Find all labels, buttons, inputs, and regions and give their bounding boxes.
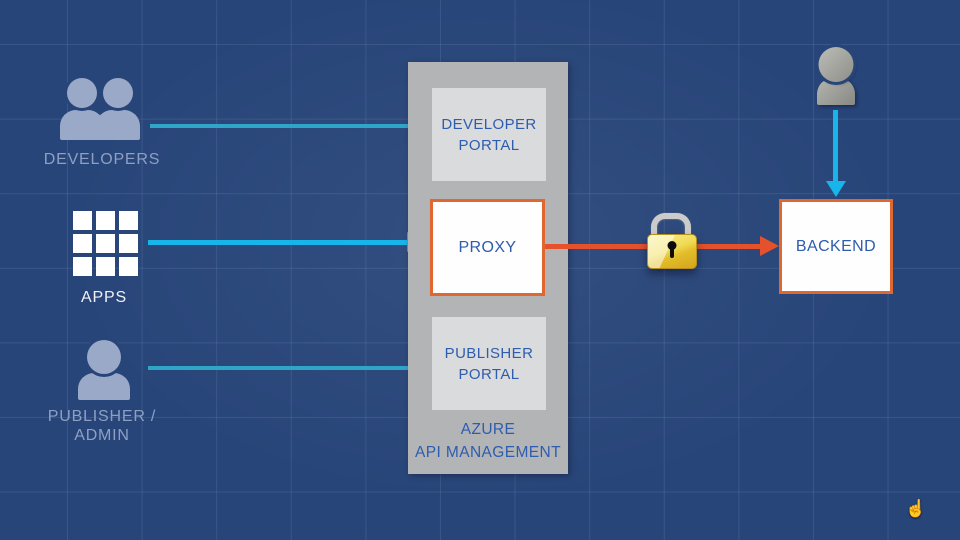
developer-portal-label: DEVELOPER PORTAL [441,114,536,156]
publisher-portal-label: PUBLISHER PORTAL [445,343,534,385]
publisher-portal-line2: PORTAL [458,365,520,383]
backend-user-icon [817,47,855,105]
publisher-admin-label: PUBLISHER / ADMIN [22,407,182,445]
app-tile [119,257,138,276]
person-head [103,78,133,108]
keyhole-icon [667,241,677,250]
developer-portal-box: DEVELOPER PORTAL [432,88,546,181]
person-body [96,110,140,140]
apim-panel-title: AZURE API MANAGEMENT [408,418,568,464]
app-tile [96,257,115,276]
person-head [87,340,121,374]
backend-box: BACKEND [779,199,893,294]
apps-label: APPS [81,289,127,306]
person-icon [96,78,140,140]
padlock-icon [647,213,697,269]
arrow-user-to-backend [833,110,838,182]
publisher-portal-line1: PUBLISHER [444,344,534,362]
arrow-developers-to-devportal [150,124,420,128]
keyhole-stem [670,247,674,258]
arrowhead-icon [760,236,779,256]
app-tile [119,211,138,230]
arrow-apps-to-proxy [148,240,408,245]
developers-label: DEVELOPERS [43,151,161,168]
developer-portal-line1: DEVELOPER [441,115,537,133]
publisher-person-icon [78,340,130,400]
developers-icon [60,78,140,140]
app-tile [96,211,115,230]
apps-grid-icon [73,211,138,276]
apim-title-line1: AZURE [460,421,516,438]
padlock-shackle [651,213,691,245]
arrow-publisher-to-pubportal [148,366,410,370]
app-tile [73,234,92,253]
publisher-admin-label-line2: ADMIN [74,427,130,444]
padlock-body [647,234,697,269]
proxy-box: PROXY [430,199,545,296]
person-body [78,373,130,400]
app-tile [73,211,92,230]
app-tile [73,257,92,276]
publisher-admin-label-line1: PUBLISHER / [47,408,157,425]
proxy-label: PROXY [458,239,517,256]
publisher-portal-box: PUBLISHER PORTAL [432,317,546,410]
person-body [817,78,855,105]
apim-title-line2: API MANAGEMENT [415,444,561,461]
app-tile [96,234,115,253]
arrowhead-icon [826,181,846,197]
person-head [818,47,854,82]
backend-label: BACKEND [795,238,877,255]
hand-cursor-icon: ☝ [905,499,927,518]
developer-portal-line2: PORTAL [458,136,520,154]
person-head [67,78,97,108]
app-tile [119,234,138,253]
